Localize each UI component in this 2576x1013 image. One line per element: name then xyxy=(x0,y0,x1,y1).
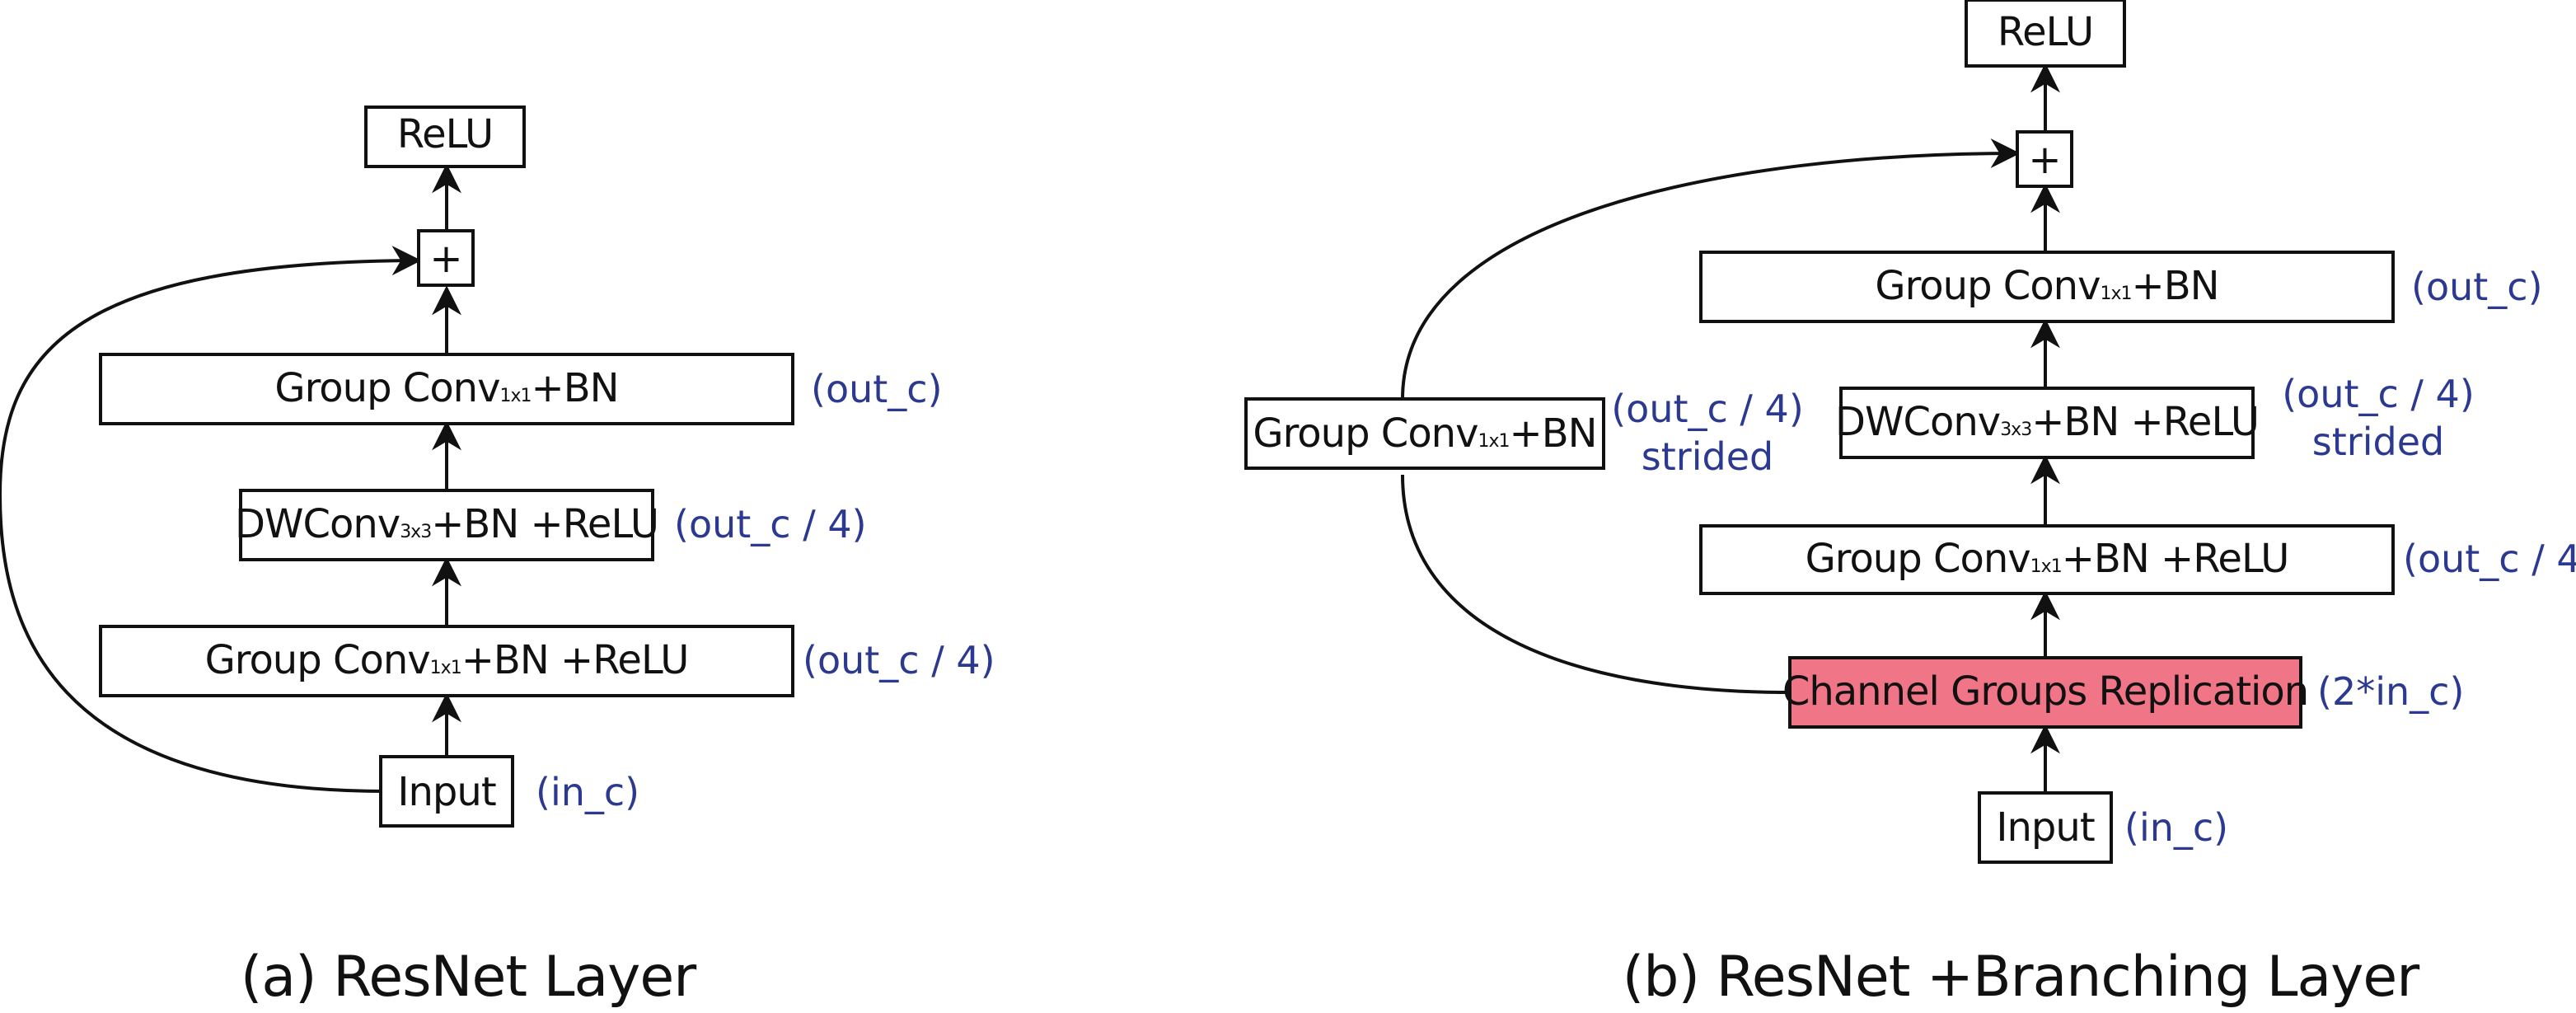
channel-groups-replication-box xyxy=(1788,656,2302,729)
group-conv-out-label: Group Conv1x1+BN xyxy=(1875,263,2218,309)
shortcut-group-conv-label: Group Conv1x1+BN xyxy=(1253,410,1596,457)
diagram-b: ReLU + Group Conv1x1+BN DWConv3x3+BN +Re… xyxy=(1244,0,2576,1010)
annotation-conv-in: (out_c / 4) xyxy=(2403,537,2576,581)
annotation-dwconv: (out_c / 4) xyxy=(674,502,867,546)
shortcut-arrow-upper xyxy=(1401,138,2021,400)
group-conv-out-box xyxy=(99,353,794,425)
diagram-a: ReLU + Group Conv1x1+BN DWConv3x3+BN +Re… xyxy=(0,106,995,1010)
annotation-conv-out: (out_c) xyxy=(811,367,943,411)
relu-label: ReLU xyxy=(397,111,493,157)
add-node xyxy=(2016,130,2073,188)
group-conv-in-box xyxy=(1699,524,2395,595)
caption-b: (b) ResNet +Branching Layer xyxy=(1623,945,2420,1010)
annotation-conv-out: (out_c) xyxy=(2411,265,2543,309)
relu-box xyxy=(1965,0,2126,68)
group-conv-out-box xyxy=(1699,251,2395,323)
annotation-input: (in_c) xyxy=(536,770,639,814)
relu-label: ReLU xyxy=(1998,9,2093,55)
dwconv-label: DWConv3x3+BN +ReLU xyxy=(235,501,658,547)
group-conv-in-box xyxy=(99,625,794,697)
relu-box xyxy=(364,106,526,168)
input-label: Input xyxy=(1996,804,2094,851)
add-node xyxy=(417,229,475,287)
group-conv-in-label: Group Conv1x1+BN +ReLU xyxy=(205,637,689,683)
annotation-dwconv-line1: (out_c / 4) xyxy=(2282,372,2475,416)
add-symbol: + xyxy=(429,236,461,282)
input-box xyxy=(1978,791,2113,864)
channel-groups-replication-label: Channel Groups Replication xyxy=(1782,668,2308,715)
shortcut-group-conv-box xyxy=(1244,397,1605,470)
skip-connection-arrow xyxy=(0,246,422,793)
shortcut-line-lower xyxy=(1401,474,1791,694)
input-box xyxy=(379,755,514,828)
input-label: Input xyxy=(397,769,495,815)
group-conv-out-label: Group Conv1x1+BN xyxy=(274,365,618,411)
dwconv-box xyxy=(1839,387,2255,459)
annotation-shortcut-line1: (out_c / 4) xyxy=(1611,387,1804,431)
annotation-replication: (2*in_c) xyxy=(2317,669,2464,714)
dwconv-label: DWConv3x3+BN +ReLU xyxy=(1835,399,2259,445)
add-symbol: + xyxy=(2028,137,2060,183)
annotation-conv-in: (out_c / 4) xyxy=(803,638,995,682)
dwconv-box xyxy=(239,489,654,561)
annotation-shortcut-line2: strided xyxy=(1642,434,1773,479)
annotation-dwconv-line2: strided xyxy=(2312,420,2444,464)
group-conv-in-label: Group Conv1x1+BN +ReLU xyxy=(1806,536,2289,582)
annotation-input: (in_c) xyxy=(2124,805,2228,850)
caption-a: (a) ResNet Layer xyxy=(241,945,696,1010)
